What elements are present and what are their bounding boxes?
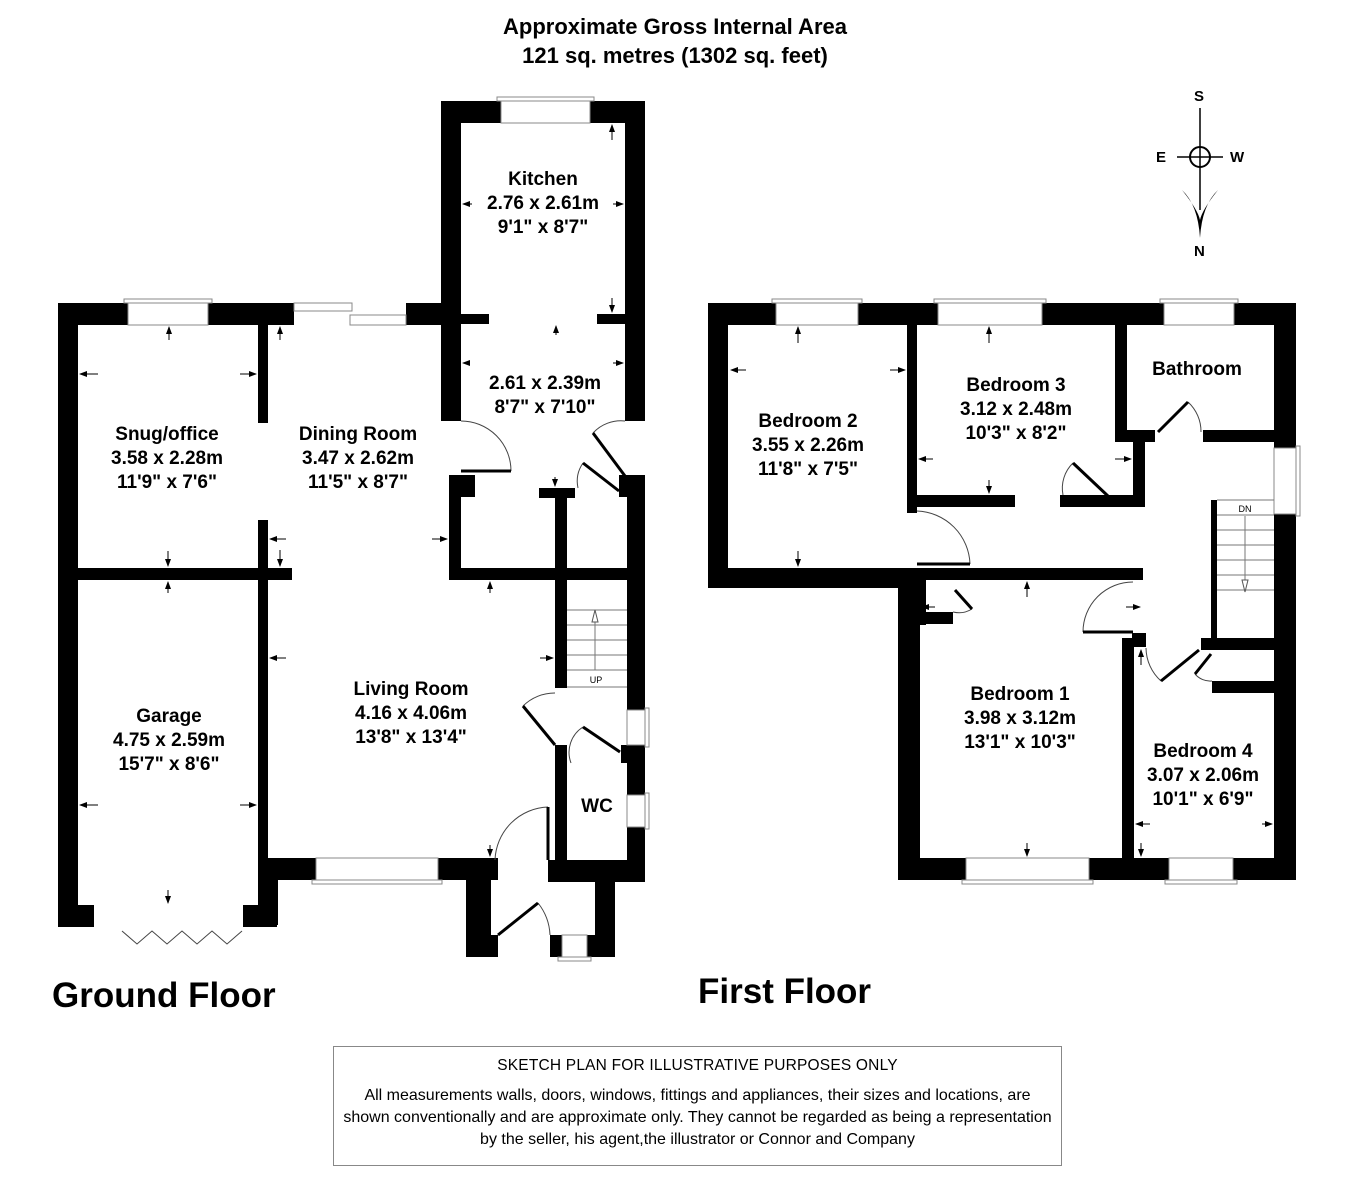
room-name: Snug/office xyxy=(115,424,219,445)
room-name: Bedroom 2 xyxy=(758,411,858,432)
room-bedroom-4: Bedroom 4 3.07 x 2.06m 10'1" x 6'9" xyxy=(1147,740,1259,812)
compass-north: N xyxy=(1194,243,1205,260)
room-metric: 3.55 x 2.26m xyxy=(752,435,864,456)
room-name: Dining Room xyxy=(298,424,418,445)
room-name: Living Room xyxy=(353,679,469,700)
room-metric: 4.75 x 2.59m xyxy=(113,730,225,751)
room-imperial: 11'9" x 7'6" xyxy=(117,472,217,493)
room-imperial: 8'7" x 7'10" xyxy=(494,397,596,418)
room-wc: WC xyxy=(581,795,613,819)
ground-floor-doors xyxy=(121,420,627,945)
first-floor-doors xyxy=(916,400,1213,683)
ground-floor-dimension-arrows xyxy=(79,124,624,904)
first-floor-stairs: DN xyxy=(1217,499,1274,593)
ground-floor-stairs: UP xyxy=(567,609,627,688)
ground-floor-windows xyxy=(123,96,650,962)
room-name: Garage xyxy=(136,706,202,727)
room-bedroom-3: Bedroom 3 3.12 x 2.48m 10'3" x 8'2" xyxy=(960,374,1072,446)
stairs-up-label: UP xyxy=(590,675,603,685)
stairs-down-label: DN xyxy=(1239,504,1252,514)
disclaimer-body: All measurements walls, doors, windows, … xyxy=(343,1087,1052,1148)
room-kitchen: Kitchen 2.76 x 2.61m 9'1" x 8'7" xyxy=(487,168,599,240)
room-imperial: 11'8" x 7'5" xyxy=(758,459,858,480)
first-floor-walls xyxy=(708,303,1296,880)
area-value: 121 sq. metres (1302 sq. feet) xyxy=(522,43,828,68)
room-metric: 3.58 x 2.28m xyxy=(111,448,223,469)
first-floor-windows xyxy=(771,298,1301,885)
disclaimer-box: SKETCH PLAN FOR ILLUSTRATIVE PURPOSES ON… xyxy=(333,1046,1062,1166)
room-name: Kitchen xyxy=(508,169,578,190)
room-metric: 3.98 x 3.12m xyxy=(964,708,1076,729)
room-living: Living Room 4.16 x 4.06m 13'8" x 13'4" xyxy=(353,678,468,750)
room-imperial: 9'1" x 8'7" xyxy=(497,217,589,238)
room-name: WC xyxy=(581,796,613,817)
disclaimer-heading: SKETCH PLAN FOR ILLUSTRATIVE PURPOSES ON… xyxy=(497,1057,898,1074)
room-name: Bedroom 3 xyxy=(966,375,1066,396)
room-imperial: 13'8" x 13'4" xyxy=(355,727,467,748)
room-metric: 3.12 x 2.48m xyxy=(960,399,1072,420)
room-name: Bedroom 1 xyxy=(970,684,1070,705)
room-imperial: 10'3" x 8'2" xyxy=(965,423,1067,444)
room-dining: Dining Room 3.47 x 2.62m 11'5" x 8'7" xyxy=(299,423,417,495)
compass-rose xyxy=(1177,108,1223,238)
room-metric: 4.16 x 4.06m xyxy=(355,703,467,724)
room-imperial: 13'1" x 10'3" xyxy=(964,732,1076,753)
ground-floor-walls xyxy=(58,101,645,957)
room-imperial: 15'7" x 8'6" xyxy=(118,754,220,775)
room-snug-office: Snug/office 3.58 x 2.28m 11'9" x 7'6" xyxy=(111,423,223,495)
compass-east: E xyxy=(1156,149,1167,166)
room-name: Bathroom xyxy=(1152,359,1242,380)
room-bedroom-1: Bedroom 1 3.98 x 3.12m 13'1" x 10'3" xyxy=(964,683,1076,755)
room-bathroom: Bathroom xyxy=(1152,358,1242,382)
compass-south: S xyxy=(1194,88,1205,105)
compass-west: W xyxy=(1230,149,1245,166)
first-floor-label: First Floor xyxy=(698,972,872,1011)
room-metric: 2.61 x 2.39m xyxy=(489,373,601,394)
room-bedroom-2: Bedroom 2 3.55 x 2.26m 11'8" x 7'5" xyxy=(752,410,864,482)
area-title: Approximate Gross Internal Area xyxy=(503,14,847,39)
room-metric: 3.47 x 2.62m xyxy=(302,448,414,469)
room-garage: Garage 4.75 x 2.59m 15'7" x 8'6" xyxy=(113,705,225,777)
room-imperial: 11'5" x 8'7" xyxy=(308,472,408,493)
north-arrow-icon xyxy=(1182,190,1218,238)
room-metric: 3.07 x 2.06m xyxy=(1147,765,1259,786)
room-imperial: 10'1" x 6'9" xyxy=(1152,789,1254,810)
first-floor-dimension-arrows xyxy=(730,326,1273,857)
room-kitchen-rear: 2.61 x 2.39m 8'7" x 7'10" xyxy=(489,372,601,420)
ground-floor-label: Ground Floor xyxy=(52,976,276,1015)
room-metric: 2.76 x 2.61m xyxy=(487,193,599,214)
room-name: Bedroom 4 xyxy=(1153,741,1253,762)
